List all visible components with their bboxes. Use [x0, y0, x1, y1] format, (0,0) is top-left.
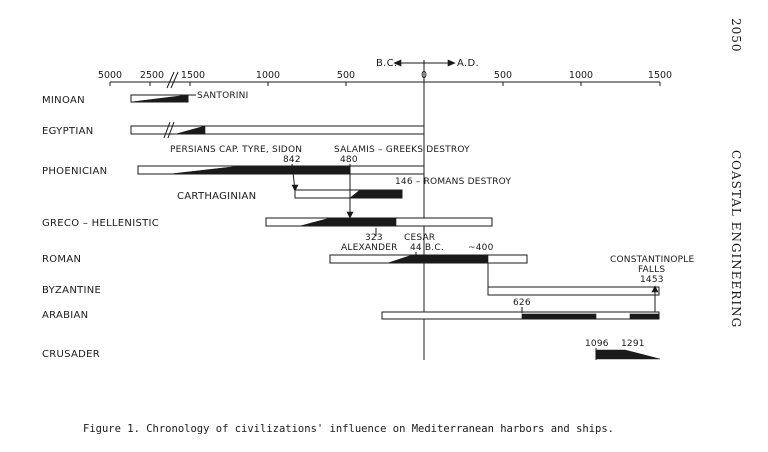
axis-break-mark — [170, 71, 179, 89]
egyptian-bar — [130, 121, 425, 139]
axis-break-mark — [166, 71, 175, 89]
arabian-influence-band — [521, 313, 597, 320]
year-44bc-label: 44 B.C. — [410, 243, 444, 253]
year-1096-label: 1096 — [585, 339, 609, 349]
axis-break-mark — [167, 121, 175, 139]
arrow-left-icon — [393, 59, 402, 67]
axis-tick-label: 2500 — [140, 70, 164, 81]
axis-tick-label: 500 — [494, 70, 512, 81]
roman-influence-wedge — [387, 254, 489, 264]
axis-tick-label: 1000 — [256, 70, 280, 81]
byzantine-span — [487, 286, 660, 296]
row-label-byzantine: BYZANTINE — [42, 285, 101, 296]
time-axis: 5000 2500 1500 1000 500 0 500 1000 1500 — [98, 70, 672, 89]
running-head: COASTAL ENGINEERING — [729, 150, 743, 328]
arabian-influence-band — [629, 313, 660, 320]
row-label-minoan: MINOAN — [42, 95, 85, 106]
greco-influence-wedge — [299, 217, 397, 227]
axis-break-mark — [163, 121, 171, 139]
axis-tick-label: 1500 — [181, 70, 205, 81]
byzantine-bar: CONSTANTINOPLE FALLS 1453 — [487, 255, 695, 318]
salamis-label: SALAMIS – GREEKS DESTROY — [334, 145, 470, 155]
row-label-phoenician: PHOENICIAN — [42, 166, 107, 177]
carthaginian-influence-wedge — [349, 189, 403, 199]
constantinople-label: CONSTANTINOPLE — [610, 255, 695, 265]
falls-label: FALLS — [638, 265, 665, 275]
arabian-bar: 626 — [381, 298, 660, 320]
year-480-label: 480 — [340, 155, 358, 165]
row-label-greco-hellenistic: GRECO – HELLENISTIC — [42, 218, 159, 229]
minoan-influence-wedge — [130, 94, 189, 103]
arrow-down-icon — [291, 184, 299, 192]
bc-label: B.C. — [376, 58, 397, 69]
greco-hellenistic-bar: 323 ALEXANDER — [265, 164, 493, 253]
crusader-influence-wedge — [595, 349, 661, 360]
axis-tick-label: 500 — [337, 70, 355, 81]
row-label-egyptian: EGYPTIAN — [42, 126, 94, 137]
axis-tick-label: 5000 — [98, 70, 122, 81]
egyptian-span — [130, 125, 425, 135]
crusader-bar: 1096 1291 — [585, 339, 661, 360]
arabian-span — [381, 311, 660, 320]
year-400-label: ~400 — [468, 243, 494, 253]
year-626-label: 626 — [513, 298, 531, 308]
roman-bar: CESAR 44 B.C. ~400 — [329, 233, 528, 264]
ad-label: A.D. — [457, 58, 479, 69]
year-842-label: 842 — [283, 155, 301, 165]
row-label-roman: ROMAN — [42, 254, 81, 265]
year-1291-label: 1291 — [621, 339, 645, 349]
row-label-arabian: ARABIAN — [42, 310, 88, 321]
arrow-up-icon — [651, 285, 659, 293]
arrow-right-icon — [447, 59, 456, 67]
row-label-crusader: CRUSADER — [42, 349, 100, 360]
figure-caption: Figure 1. Chronology of civilizations' i… — [83, 423, 614, 435]
year-1453-label: 1453 — [640, 275, 664, 285]
axis-tick-label: 1000 — [569, 70, 593, 81]
minoan-bar: SANTORINI — [130, 91, 248, 103]
romans-destroy-label: 146 – ROMANS DESTROY — [395, 177, 511, 187]
arrow-down-icon — [346, 211, 354, 219]
row-labels: MINOAN EGYPTIAN PHOENICIAN CARTHAGINIAN … — [42, 95, 256, 360]
santorini-label: SANTORINI — [197, 91, 248, 101]
phoenician-bar: PERSIANS CAP. TYRE, SIDON 842 SALAMIS – … — [137, 145, 470, 175]
row-label-carthaginian: CARTHAGINIAN — [177, 191, 256, 202]
cesar-label: CESAR — [404, 233, 435, 243]
axis-tick-label: 1500 — [648, 70, 672, 81]
egyptian-influence-wedge — [175, 125, 206, 135]
year-323-label: 323 — [365, 233, 383, 243]
era-indicator: B.C. A.D. — [376, 58, 479, 69]
page-number: 2050 — [729, 18, 743, 53]
persians-label: PERSIANS CAP. TYRE, SIDON — [170, 145, 302, 155]
alexander-label: ALEXANDER — [341, 243, 398, 253]
carthaginian-bar: 146 – ROMANS DESTROY — [291, 163, 511, 199]
